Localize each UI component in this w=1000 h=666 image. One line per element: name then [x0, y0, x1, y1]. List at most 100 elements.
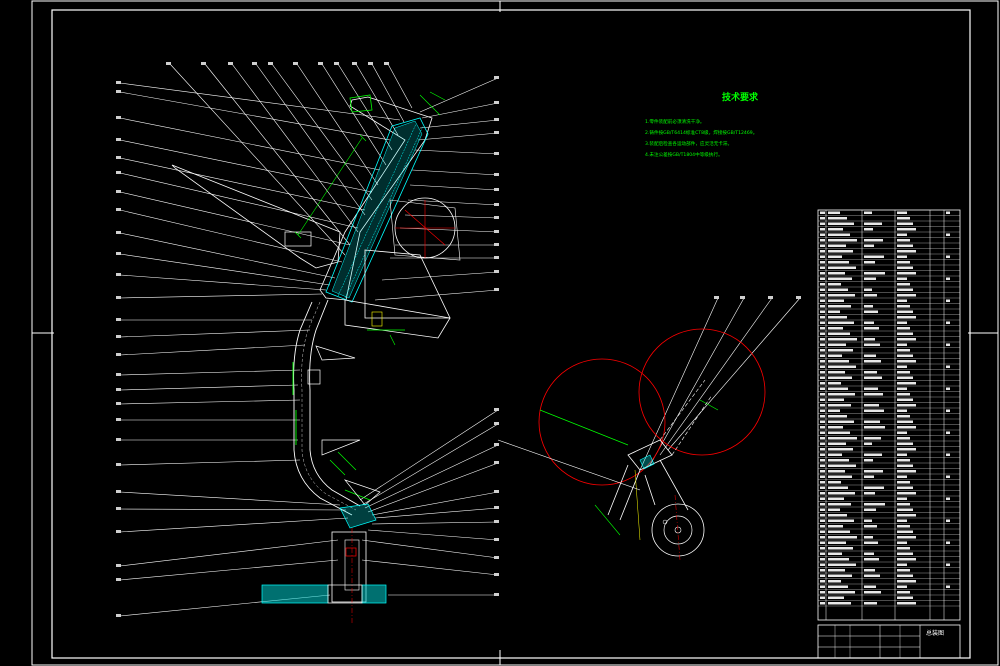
parts-row-mark: [820, 497, 825, 500]
leader-line: [119, 253, 331, 286]
part-number-mark: [740, 296, 745, 299]
parts-row-mark: [897, 552, 913, 555]
part-number-mark: [494, 422, 499, 425]
parts-row-mark: [864, 277, 876, 280]
parts-row-mark: [864, 602, 877, 605]
leader-line: [639, 297, 719, 471]
parts-row-mark: [828, 371, 845, 374]
parts-row-mark: [946, 277, 950, 280]
parts-row-mark: [864, 338, 875, 341]
parts-row-mark: [897, 602, 916, 605]
parts-row-mark: [897, 283, 910, 286]
parts-row-mark: [897, 508, 913, 511]
parts-row-mark: [828, 288, 848, 291]
part-number-mark: [116, 418, 121, 421]
parts-row-mark: [820, 316, 825, 319]
parts-row-mark: [820, 239, 825, 242]
parts-row-mark: [897, 272, 916, 275]
parts-row-mark: [828, 360, 849, 363]
parts-row-mark: [897, 244, 913, 247]
parts-row-mark: [864, 558, 879, 561]
leader-line: [119, 344, 306, 356]
parts-row-mark: [897, 343, 907, 346]
parts-row-mark: [897, 305, 910, 308]
parts-row-mark: [828, 497, 844, 500]
leader-line: [374, 289, 499, 301]
part-number-mark: [494, 593, 499, 596]
parts-row-mark: [864, 470, 883, 473]
parts-row-mark: [897, 393, 910, 396]
part-number-mark: [116, 81, 121, 84]
parts-row-mark: [897, 349, 910, 352]
inner-frame: [51, 9, 971, 659]
leader-line: [321, 63, 387, 166]
parts-row-mark: [946, 541, 950, 544]
parts-row-mark: [828, 492, 855, 495]
parts-row-mark: [864, 343, 880, 346]
leader-line: [421, 102, 499, 119]
parts-row-mark: [946, 563, 950, 566]
parts-row-mark: [820, 255, 825, 258]
part-number-mark: [116, 490, 121, 493]
parts-row-mark: [828, 261, 849, 264]
parts-row-mark: [820, 387, 825, 390]
parts-row-mark: [828, 404, 851, 407]
parts-row-mark: [828, 321, 854, 324]
parts-row-mark: [897, 497, 907, 500]
parts-row-mark: [864, 228, 873, 231]
part-number-mark: [494, 443, 499, 446]
parts-row-mark: [828, 222, 854, 225]
parts-row-mark: [828, 602, 851, 605]
parts-row-mark: [897, 327, 910, 330]
parts-row-mark: [820, 266, 825, 269]
parts-row-mark: [828, 239, 857, 242]
parts-row-mark: [828, 459, 849, 462]
part-number-mark: [494, 131, 499, 134]
parts-row-mark: [864, 503, 885, 506]
parts-row-mark: [828, 354, 842, 357]
parts-row-mark: [946, 343, 950, 346]
parts-row-mark: [820, 338, 825, 341]
parts-row-mark: [864, 519, 872, 522]
parts-row-mark: [828, 420, 854, 423]
part-number-mark: [201, 62, 206, 65]
parts-row-mark: [864, 239, 883, 242]
leader-line: [231, 63, 359, 233]
leader-line: [364, 444, 499, 509]
parts-row-mark: [828, 266, 856, 269]
parts-row-mark: [828, 387, 848, 390]
part-number-mark: [494, 256, 499, 259]
leader-line: [119, 459, 301, 466]
parts-row-mark: [897, 415, 910, 418]
parts-row-mark: [864, 525, 877, 528]
leader-line: [119, 172, 359, 229]
parts-row-mark: [946, 299, 950, 302]
parts-row-mark: [946, 453, 950, 456]
parts-row-mark: [828, 376, 852, 379]
parts-row-mark: [820, 481, 825, 484]
part-number-mark: [116, 614, 121, 617]
parts-row-mark: [828, 409, 840, 412]
leader-line: [371, 491, 499, 516]
parts-row-mark: [864, 376, 882, 379]
leader-line: [119, 329, 311, 338]
parts-row-mark: [828, 508, 840, 511]
parts-row-mark: [820, 503, 825, 506]
parts-row-mark: [820, 558, 825, 561]
parts-row-mark: [828, 310, 840, 313]
parts-row-mark: [864, 426, 885, 429]
parts-row-mark: [820, 272, 825, 275]
part-number-mark: [368, 62, 373, 65]
parts-row-mark: [864, 371, 877, 374]
parts-row-mark: [946, 387, 950, 390]
part-number-mark: [494, 230, 499, 233]
part-number-mark: [116, 231, 121, 234]
leader-line: [119, 117, 381, 171]
parts-row-mark: [864, 305, 873, 308]
part-number-mark: [166, 62, 171, 65]
part-number-mark: [334, 62, 339, 65]
parts-row-mark: [897, 338, 916, 341]
part-number-mark: [494, 573, 499, 576]
parts-row-mark: [820, 475, 825, 478]
parts-row-mark: [946, 475, 950, 478]
